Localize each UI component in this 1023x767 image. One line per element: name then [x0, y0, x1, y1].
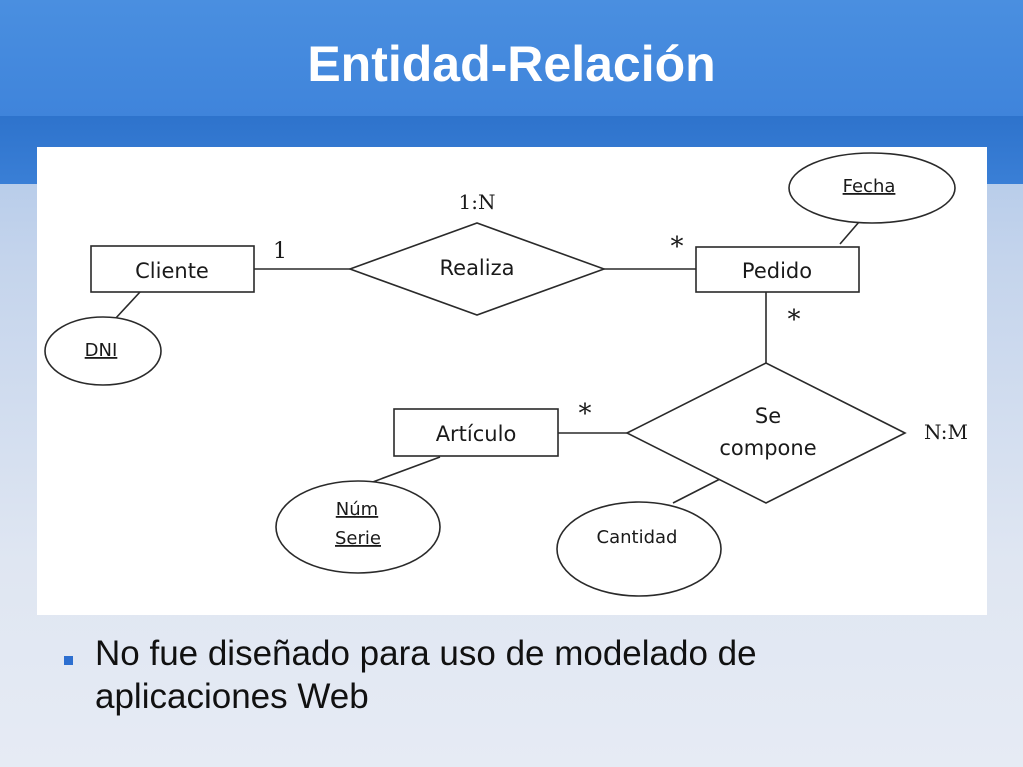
attribute-numserie-label-line2: Serie [335, 528, 381, 549]
attribute-numserie-label-line1: Núm [336, 499, 378, 520]
line-cliente-dni [114, 291, 141, 320]
entity-articulo-box [393, 408, 559, 457]
cardinality-pedido-realiza-side: * [671, 232, 684, 262]
relationship-secompone-label-line2: compone [719, 436, 816, 460]
line-secompone-cantidad [672, 478, 721, 504]
relationship-secompone-label-line1: Se [755, 404, 781, 428]
attribute-dni-ellipse [44, 316, 162, 386]
cardinality-realiza-type: 1:N [459, 190, 496, 214]
attribute-cantidad-label: Cantidad [597, 527, 678, 548]
entity-articulo-label: Artículo [436, 422, 517, 446]
relationship-secompone-diamond [625, 362, 907, 504]
slide-title: Entidad-Relación [307, 36, 716, 92]
er-diagram: Cliente Pedido Artículo Realiza Se compo… [37, 147, 987, 615]
entity-pedido-label: Pedido [742, 259, 812, 283]
attribute-fecha-label: Fecha [843, 176, 896, 197]
cardinality-pedido-compone-side: * [788, 305, 801, 335]
attribute-fecha-ellipse [788, 152, 956, 224]
line-pedido-fecha [839, 221, 860, 245]
bullet-item: No fue diseñado para uso de modelado de … [95, 634, 757, 716]
er-diagram-canvas: Cliente Pedido Artículo Realiza Se compo… [44, 152, 968, 597]
header-band [0, 0, 1023, 116]
entity-cliente-box [90, 245, 255, 293]
entity-pedido-box [695, 246, 860, 293]
line-articulo-numserie [369, 456, 441, 484]
relationship-realiza-label: Realiza [440, 256, 515, 280]
bullet-marker-icon [64, 656, 73, 665]
cardinality-compone-type: N:M [924, 420, 968, 444]
cardinality-cliente-side: 1 [273, 239, 287, 264]
cardinality-articulo-side: * [579, 399, 592, 429]
attribute-dni-label: DNI [85, 340, 118, 361]
attribute-cantidad-ellipse [556, 501, 722, 597]
entity-cliente-label: Cliente [135, 259, 209, 283]
attribute-numserie-ellipse [275, 480, 441, 574]
relationship-realiza-diamond [347, 222, 607, 316]
